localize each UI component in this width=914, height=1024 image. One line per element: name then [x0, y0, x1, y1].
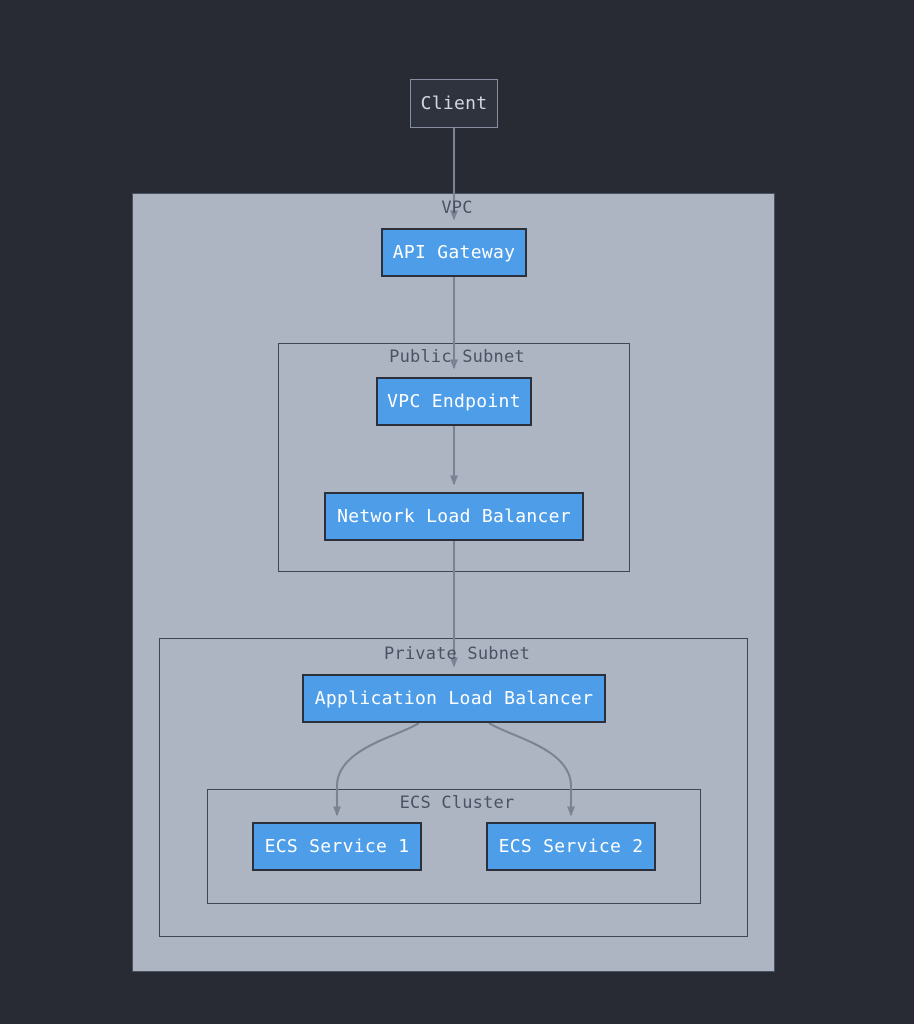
container-label-ecs-cluster: ECS Cluster — [399, 793, 515, 813]
container-label-public-subnet: Public Subnet — [389, 347, 525, 367]
node-network-load-balancer[interactable]: Network Load Balancer — [324, 492, 584, 541]
container-label-vpc: VPC — [441, 198, 473, 218]
container-label-private-subnet: Private Subnet — [383, 644, 531, 664]
node-vpc-endpoint[interactable]: VPC Endpoint — [376, 377, 532, 426]
node-client[interactable]: Client — [410, 79, 498, 128]
node-ecs-service-2[interactable]: ECS Service 2 — [486, 822, 656, 871]
node-ecs-service-1[interactable]: ECS Service 1 — [252, 822, 422, 871]
node-api-gateway[interactable]: API Gateway — [381, 228, 527, 277]
node-application-load-balancer[interactable]: Application Load Balancer — [302, 674, 606, 723]
